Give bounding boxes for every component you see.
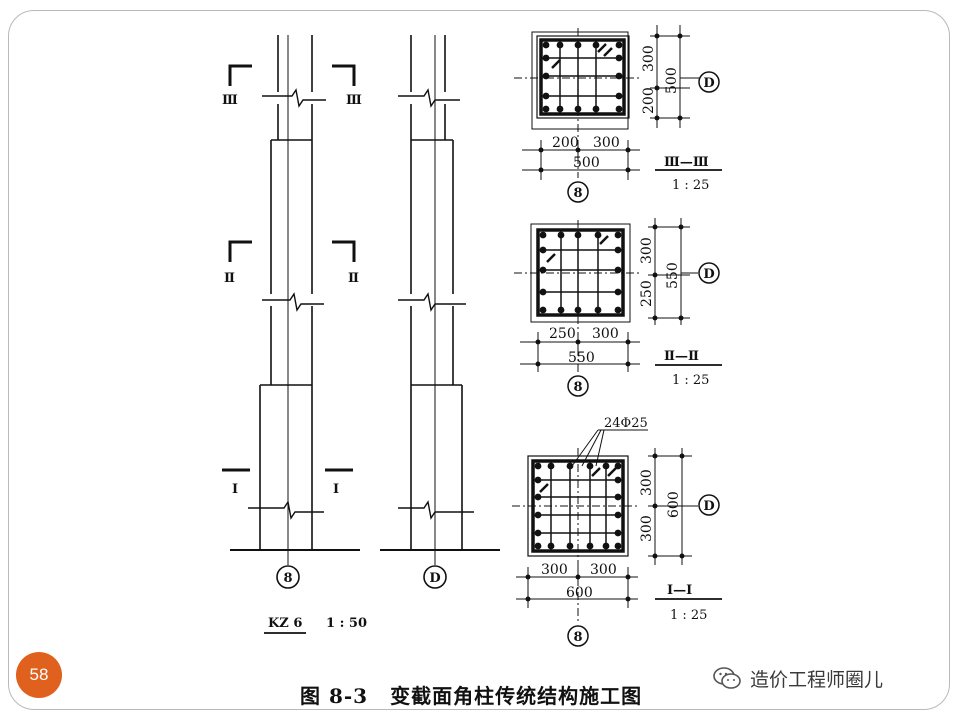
column-label: KZ 6: [268, 616, 302, 631]
iii-horiz-total: 500: [573, 155, 600, 171]
iii-axis-d: D: [703, 76, 714, 91]
ii-section-name: Ⅱ—Ⅱ: [664, 349, 699, 364]
ii-vert-dim-2: 250: [639, 280, 655, 307]
iii-axis-8: 8: [573, 186, 582, 201]
ii-vert-total: 550: [665, 262, 681, 289]
axis-label-d: D: [429, 571, 440, 586]
iii-vert-total: 500: [664, 67, 680, 94]
section-mark-ii-right: Ⅱ: [348, 271, 359, 286]
i-vert-dim-2: 300: [639, 515, 655, 542]
iii-section-scale: 1 : 25: [672, 178, 709, 193]
section-mark-ii-left: Ⅱ: [224, 271, 235, 286]
ii-horiz-dim-1: 250: [549, 326, 576, 342]
section-mark-iii-left: Ⅲ: [222, 93, 238, 108]
wechat-icon: [713, 667, 741, 689]
iii-horiz-dim-2: 300: [593, 135, 620, 151]
iii-section-name: Ⅲ—Ⅲ: [664, 155, 709, 170]
figure-caption: 图 8-3 变截面角柱传统结构施工图: [300, 680, 664, 709]
axis-bubble-8: [276, 565, 300, 589]
figure-title: 变截面角柱传统结构施工图: [390, 684, 643, 708]
i-section-scale: 1 : 25: [670, 608, 707, 623]
section-mark-iii-right: Ⅲ: [346, 93, 362, 108]
watermark: 造价工程师圈儿: [712, 664, 883, 692]
i-vert-total: 600: [666, 491, 682, 518]
ii-axis-d: D: [703, 267, 714, 282]
figure-number: 图 8-3: [300, 684, 369, 708]
iii-vert-dim-2: 200: [641, 87, 657, 114]
watermark-text: 造价工程师圈儿: [750, 668, 884, 691]
iii-horiz-dim-1: 200: [552, 135, 579, 151]
section-iii: [514, 25, 722, 203]
ii-axis-8: 8: [573, 380, 582, 395]
page-number-badge: 58: [16, 652, 62, 698]
elevation-scale: 1 : 50: [326, 616, 367, 631]
axis-bubble-d: [423, 565, 447, 589]
ii-vert-dim-1: 300: [639, 237, 655, 264]
ii-horiz-total: 550: [568, 350, 595, 366]
i-horiz-dim-1: 300: [541, 562, 568, 578]
i-vert-dim-1: 300: [639, 469, 655, 496]
i-horiz-dim-2: 300: [590, 562, 617, 578]
axis-label-8: 8: [283, 571, 292, 586]
rebar-label: 24Φ25: [604, 416, 648, 431]
section-mark-i-right: Ⅰ: [333, 482, 339, 497]
i-horiz-total: 600: [566, 585, 593, 601]
slide-frame: [8, 10, 950, 710]
ii-section-scale: 1 : 25: [672, 373, 709, 388]
elevation-axis-d: [380, 35, 500, 589]
section-mark-i-left: Ⅰ: [232, 482, 238, 497]
ii-horiz-dim-2: 300: [592, 326, 619, 342]
i-section-name: Ⅰ—Ⅰ: [667, 583, 692, 598]
i-axis-8: 8: [573, 630, 582, 645]
iii-vert-dim-1: 300: [641, 45, 657, 72]
elevation-axis-8: [222, 35, 360, 589]
i-axis-d: D: [703, 499, 714, 514]
section-i: [512, 429, 722, 647]
section-ii: [514, 218, 722, 397]
